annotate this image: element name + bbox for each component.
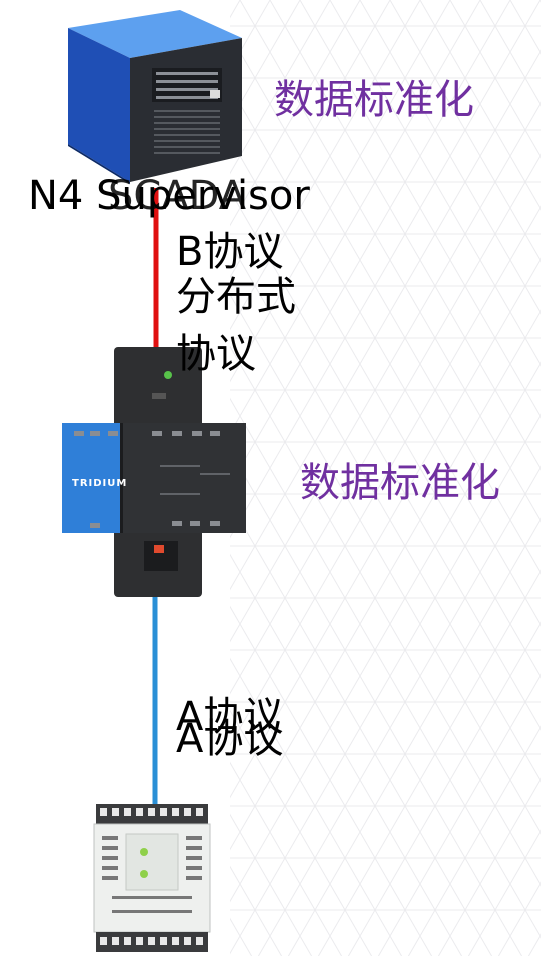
a-protocol-label-1: A协议 xyxy=(176,694,284,740)
controller-icon xyxy=(62,347,246,597)
data-standardization-label-mid: 数据标准化 xyxy=(300,460,500,506)
distributed-protocol-line1: 分布式 xyxy=(176,274,296,320)
n4-supervisor-label: N4 Supervisor xyxy=(28,173,310,219)
distributed-protocol-line2: 协议 xyxy=(176,331,256,377)
io-module-icon xyxy=(93,804,211,952)
b-protocol-label: B协议 xyxy=(176,229,284,275)
a-protocol-label-2: A协议 xyxy=(176,716,284,762)
controller-brand-label: TRIDIUM xyxy=(72,478,128,489)
data-standardization-label-top: 数据标准化 xyxy=(274,77,474,123)
server-icon xyxy=(68,10,242,184)
scada-label: SCADA xyxy=(108,173,247,219)
